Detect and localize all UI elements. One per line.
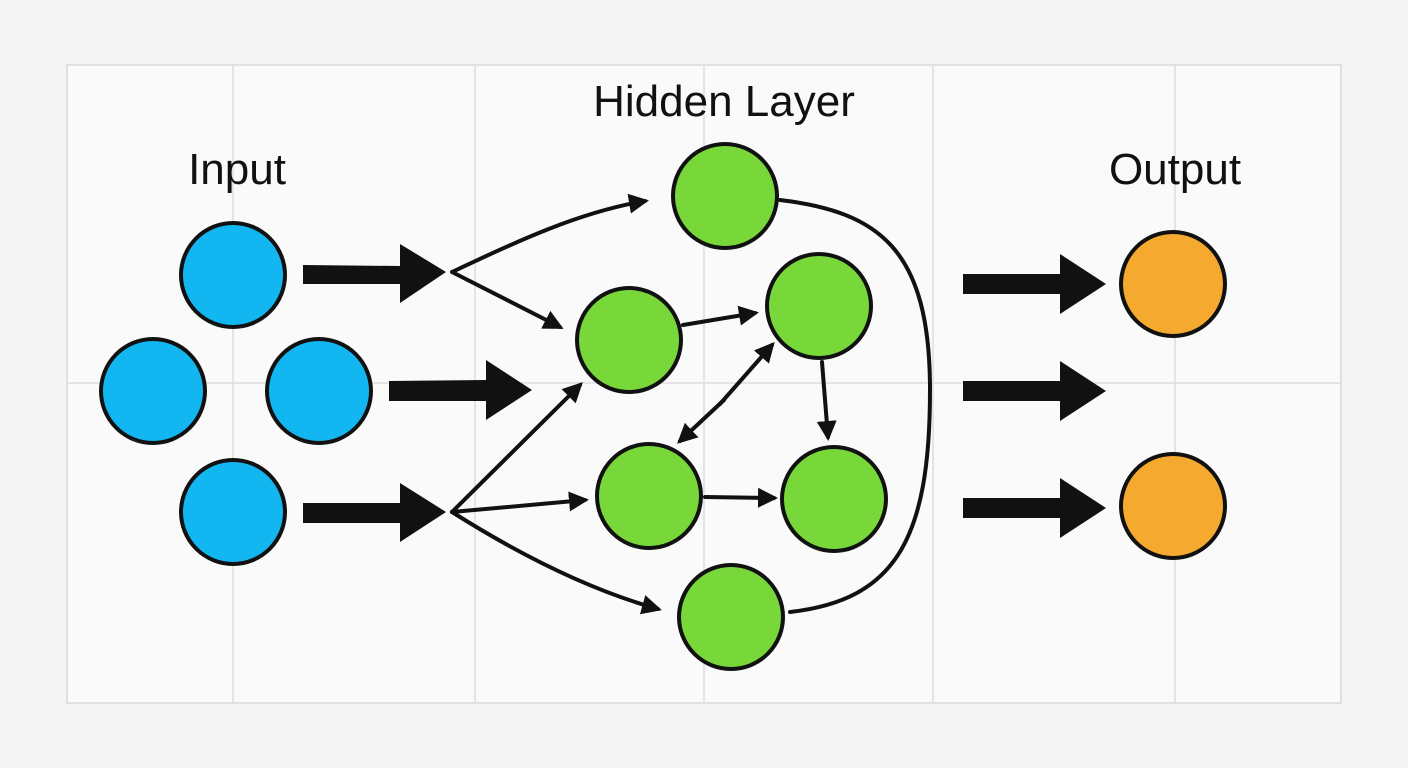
edge-arrow	[450, 193, 649, 274]
hidden-node	[780, 445, 888, 553]
input-node	[265, 337, 373, 445]
hidden-layer-label: Hidden Layer	[593, 77, 855, 126]
input-thick-arrow	[389, 360, 532, 420]
input-thick-arrow	[303, 244, 446, 303]
loop-connection	[778, 198, 933, 614]
input-thick-arrow	[303, 483, 446, 542]
output-thick-arrow	[963, 254, 1106, 314]
edge-arrow	[718, 341, 775, 406]
hidden-node	[595, 442, 703, 550]
edge-arrow	[450, 491, 589, 514]
edge-arrow	[450, 510, 662, 615]
output-layer-label: Output	[1108, 145, 1242, 194]
edge-arrow	[677, 398, 726, 444]
output-thick-arrow	[963, 361, 1106, 421]
output-node	[1119, 230, 1227, 338]
input-layer-label: Input	[188, 145, 286, 194]
edge-arrow	[816, 360, 837, 441]
output-thick-arrow	[963, 478, 1106, 538]
hidden-node	[575, 286, 683, 394]
hidden-node	[671, 142, 779, 250]
edge-arrow	[703, 487, 778, 508]
output-node	[1119, 452, 1227, 560]
hidden-node	[677, 563, 785, 671]
edge-arrow	[450, 270, 564, 329]
input-node	[179, 458, 287, 566]
edge-arrow	[450, 382, 583, 514]
input-node	[179, 221, 287, 329]
hidden-node	[765, 252, 873, 360]
input-node	[99, 337, 207, 445]
edge-arrow	[681, 305, 759, 327]
